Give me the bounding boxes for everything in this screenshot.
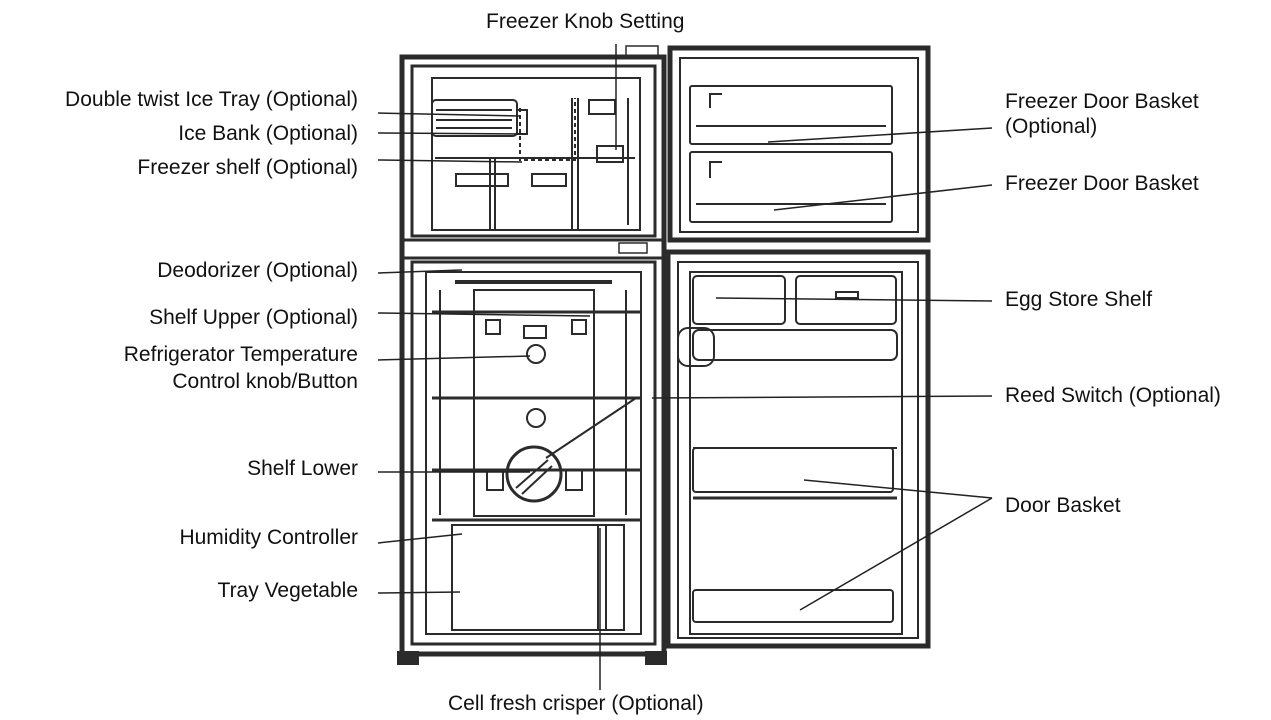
- label-egg-store-shelf: Egg Store Shelf: [1005, 288, 1152, 312]
- label-freezer-shelf: Freezer shelf (Optional): [137, 156, 358, 180]
- label-deodorizer: Deodorizer (Optional): [157, 259, 358, 283]
- fridge-interior: [432, 290, 640, 630]
- freezer-shelf: [435, 98, 635, 230]
- label-humidity-controller: Humidity Controller: [179, 526, 358, 550]
- label-tray-vegetable: Tray Vegetable: [218, 579, 358, 603]
- freezer-door: [670, 48, 928, 240]
- ice-tray: [432, 100, 517, 136]
- label-ice-bank: Ice Bank (Optional): [178, 122, 358, 146]
- leader-lines: [378, 44, 992, 690]
- label-freezer-door-basket-optional-line1: Freezer Door Basket: [1005, 90, 1199, 114]
- label-shelf-lower: Shelf Lower: [247, 457, 358, 481]
- label-cell-fresh-crisper: Cell fresh crisper (Optional): [448, 692, 704, 716]
- ice-bank: [517, 98, 575, 160]
- label-fridge-temp-knob-line2: Control knob/Button: [172, 370, 358, 394]
- label-double-twist-ice-tray: Double twist Ice Tray (Optional): [65, 88, 358, 112]
- label-freezer-door-basket: Freezer Door Basket: [1005, 172, 1199, 196]
- label-door-basket: Door Basket: [1005, 494, 1121, 518]
- label-shelf-upper: Shelf Upper (Optional): [149, 306, 358, 330]
- label-freezer-knob-setting: Freezer Knob Setting: [486, 10, 684, 34]
- label-fridge-temp-knob-line1: Refrigerator Temperature: [124, 343, 358, 367]
- label-freezer-door-basket-optional-line2: (Optional): [1005, 115, 1097, 139]
- label-reed-switch: Reed Switch (Optional): [1005, 384, 1221, 408]
- fridge-door: [668, 252, 928, 646]
